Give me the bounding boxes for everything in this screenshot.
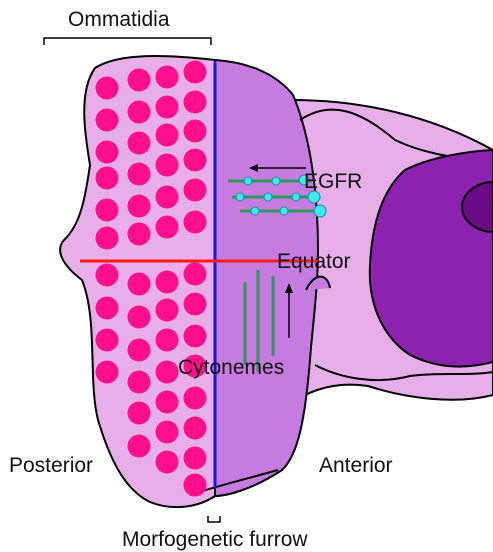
ommatidium-dot — [184, 263, 207, 286]
ommatidium-dot — [156, 66, 179, 89]
ommatidium-dot — [128, 195, 151, 218]
label-equator: Equator — [277, 250, 351, 273]
ommatidium-dot — [184, 211, 207, 234]
ommatidium-dot — [184, 149, 207, 172]
ommatidium-dot — [128, 273, 151, 296]
ommatidium-dot — [128, 69, 151, 92]
label-morphogenetic-furrow: Morfogenetic furrow — [122, 528, 308, 551]
ommatidium-dot — [96, 227, 119, 250]
ommatidium-dot — [184, 293, 207, 316]
ommatidium-dot — [156, 186, 179, 209]
label-ommatidia: Ommatidia — [68, 8, 170, 31]
ommatidium-dot — [156, 271, 179, 294]
ommatidium-dot — [184, 91, 207, 114]
ommatidium-dot — [128, 306, 151, 329]
ommatidium-dot — [184, 387, 207, 410]
ommatidium-dot — [96, 264, 119, 287]
ommatidium-dot — [184, 120, 207, 143]
ommatidium-dot — [156, 299, 179, 322]
ommatidium-dot — [156, 329, 179, 352]
ommatidium-dot — [184, 61, 207, 84]
ommatidium-dot — [156, 216, 179, 239]
ommatidium-dot — [128, 163, 151, 186]
ommatidium-dot — [96, 167, 119, 190]
ommatidium-dot — [128, 402, 151, 425]
ommatidium-dot — [156, 124, 179, 147]
ommatidia-bracket — [44, 38, 211, 45]
ommatidium-dot — [128, 435, 151, 458]
label-cytonemes: Cytonemes — [178, 356, 284, 379]
label-posterior: Posterior — [9, 454, 93, 477]
furrow-tick — [208, 516, 220, 522]
ommatidium-dot — [96, 329, 119, 352]
ommatidium-dot — [96, 109, 119, 132]
label-anterior: Anterior — [319, 454, 393, 477]
ommatidium-dot — [184, 179, 207, 202]
ommatidium-dot — [96, 141, 119, 164]
ommatidium-dot — [128, 371, 151, 394]
ommatidium-dot — [96, 361, 119, 384]
ommatidium-dot — [128, 132, 151, 155]
ommatidium-dot — [128, 339, 151, 362]
ommatidium-dot — [96, 297, 119, 320]
ommatidium-dot — [156, 154, 179, 177]
ommatidium-dot — [128, 223, 151, 246]
ommatidium-dot — [184, 325, 207, 348]
label-egfr: EGFR — [304, 170, 362, 193]
ommatidium-dot — [96, 199, 119, 222]
ommatidium-dot — [156, 451, 179, 474]
ommatidium-dot — [156, 361, 179, 384]
anterior-region — [215, 60, 318, 496]
ommatidium-dot — [184, 417, 207, 440]
ommatidium-dot — [184, 474, 207, 497]
ommatidium-dot — [156, 391, 179, 414]
ommatidium-dot — [156, 421, 179, 444]
ommatidium-dot — [156, 96, 179, 119]
ommatidium-dot — [96, 77, 119, 100]
ommatidium-dot — [128, 101, 151, 124]
ommatidium-dot — [184, 447, 207, 470]
